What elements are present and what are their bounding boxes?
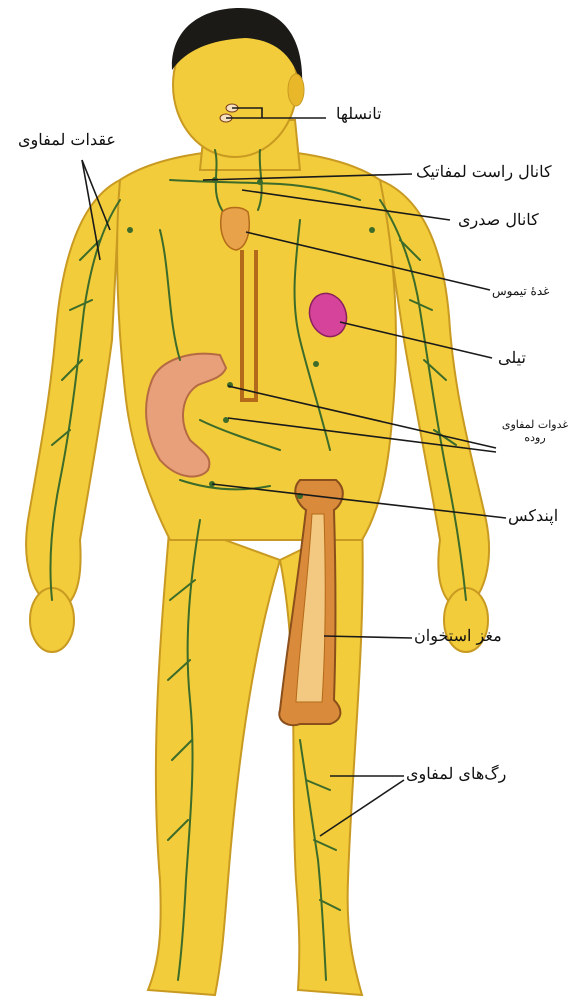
label-lymph-nodes: عقدات لمفاوی [18,130,116,149]
label-bone-marrow: مغز استخوان [414,626,502,645]
label-tonsils: تانسلها [336,104,382,123]
left-arm [380,180,489,610]
lymph-node [313,361,319,367]
left-leg [148,520,280,995]
label-thoracic-duct: کانال صدری [458,210,539,229]
lymph-node [369,227,375,233]
ear [288,74,304,106]
label-right-lymph-duct: کانال راست لمفاتیک [416,162,552,181]
lymph-node [127,227,133,233]
label-lymph-vessels: رگ‌های لمفاوی [406,764,506,783]
label-spleen: تیلی [498,348,526,367]
label-thymus: غدهٔ تیموس [492,284,549,298]
label-intestinal-lymph: غدوات لمفاوی روده [498,418,572,444]
label-appendix: اپندکس [508,506,558,525]
human-body [26,8,489,995]
label-intestinal-lymph-line2: روده [498,431,572,444]
lymph-node [257,179,263,185]
label-intestinal-lymph-line1: غدوات لمفاوی [498,418,572,431]
